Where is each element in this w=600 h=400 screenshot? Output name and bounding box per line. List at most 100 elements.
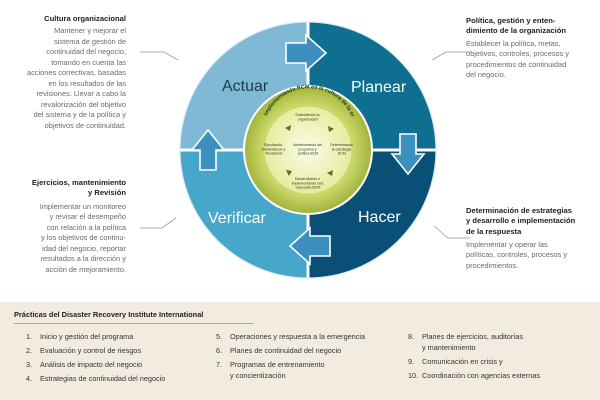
desc-line: del negocio. bbox=[466, 70, 506, 80]
outer-ring bbox=[179, 21, 437, 279]
desc-line: revalorización del objetivo bbox=[40, 99, 126, 109]
actuar-title: Cultura organizacional bbox=[44, 14, 126, 23]
inner-label-center: Administrando del programa y política BC… bbox=[293, 143, 323, 156]
practice-number: 7. bbox=[216, 360, 223, 370]
desc-line: Implementar y operar las bbox=[466, 239, 548, 249]
inner-label-line: implementando una bbox=[292, 181, 324, 185]
desc-line: del sistema y de la política y bbox=[33, 110, 126, 120]
hacer-description: Determinación de estrategias y desarroll… bbox=[466, 206, 598, 271]
practice-number: 6. bbox=[216, 346, 223, 356]
practice-number: 1. bbox=[26, 332, 33, 341]
desc-line: procedimientos de continuidad bbox=[466, 59, 567, 69]
arrow-left-icon bbox=[288, 226, 331, 266]
inner-label-right: Determinando la estrategia BCM bbox=[330, 143, 354, 156]
desc-line: continuidad del negocio, bbox=[46, 47, 126, 57]
title-line: Política, gestión y enten- bbox=[466, 16, 556, 25]
desc-line: Mantener y mejorar el bbox=[54, 26, 126, 36]
title-line: de la respuesta bbox=[466, 226, 522, 236]
practices-title-rule bbox=[14, 323, 254, 324]
planear-description: Política, gestión y enten- dimiento de l… bbox=[466, 16, 594, 81]
practices-column-2: 5. Operaciones y respuesta a la emergenci… bbox=[216, 332, 396, 385]
desc-line: Implementar un monitoreo bbox=[39, 201, 126, 211]
arrow-down-icon bbox=[390, 133, 426, 176]
inner-label-line: Administrando del bbox=[293, 143, 322, 147]
desc-line: resultados a la dirección y bbox=[40, 254, 126, 264]
inner-label-line: Ejercitando, bbox=[264, 143, 283, 147]
practice-item: 1.Inicio y gestión del programa bbox=[26, 332, 216, 343]
practice-text-line: Planes de ejercicios, auditorías bbox=[422, 332, 523, 341]
title-line: Determinación de estrategias bbox=[466, 206, 572, 215]
inner-arrow-icon bbox=[285, 125, 291, 131]
actuar-description: Cultura organizacional Mantener y mejora… bbox=[8, 14, 126, 131]
practice-text-line: Programas de entrenamiento bbox=[230, 360, 325, 370]
desc-line: en los resultados de las bbox=[48, 78, 126, 88]
practice-number: 9. bbox=[408, 356, 415, 366]
inner-label-line: política BCM bbox=[298, 152, 318, 156]
practice-number: 4. bbox=[26, 374, 33, 384]
practice-number: 10. bbox=[408, 370, 419, 380]
practice-text-line: y mantenimiento bbox=[422, 342, 476, 352]
title-line: y desarrollo e implementación bbox=[466, 216, 576, 226]
practice-number: 5. bbox=[216, 332, 223, 341]
inner-label-line: respuesta BCM bbox=[296, 186, 321, 190]
practices-title: Prácticas del Disaster Recovery Institut… bbox=[14, 310, 204, 319]
inner-arrow-icon bbox=[328, 126, 334, 132]
desc-line: idad del negocio, reportar bbox=[42, 243, 126, 253]
connector-line bbox=[433, 225, 470, 239]
inner-label-left: Ejercitando, Manteniendo y Revisando bbox=[262, 143, 287, 156]
inner-label-line: programa y bbox=[298, 147, 316, 151]
inner-label-line: organización bbox=[298, 117, 318, 121]
verificar-body: Implementar un monitoreo y revisar el de… bbox=[8, 202, 126, 276]
inner-label-line: Entendiendo la bbox=[296, 113, 320, 117]
verificar-description: Ejercicios, mantenimiento y Revisión Imp… bbox=[8, 178, 126, 275]
desc-line: procedimientos. bbox=[466, 260, 519, 270]
desc-line: sistema de gestión de bbox=[54, 36, 126, 46]
desc-line: con relación a la política bbox=[46, 222, 126, 232]
inner-arrow-icon bbox=[327, 170, 333, 176]
quadrant-label-planear: Planear bbox=[351, 79, 407, 96]
inner-arrow-icon bbox=[286, 170, 292, 176]
inner-label-line: BCM bbox=[338, 152, 346, 156]
quadrant-label-actuar: Actuar bbox=[222, 78, 269, 95]
practice-text-line: y concientización bbox=[230, 370, 286, 380]
desc-line: acciones correctivas, basadas bbox=[26, 68, 126, 78]
inner-label-line: Revisando bbox=[266, 152, 283, 156]
practice-number: 2. bbox=[26, 346, 33, 356]
inner-label-line: Determinando bbox=[330, 143, 353, 147]
desc-line: tomando en cuenta las bbox=[51, 57, 126, 67]
practices-panel: Prácticas del Disaster Recovery Institut… bbox=[0, 302, 600, 400]
practice-text: Operaciones y respuesta a la emergencia bbox=[230, 332, 366, 341]
practice-item: 9.Comunicación en crisis y bbox=[408, 357, 593, 368]
practice-item: 3.Análisis de impacto del negocio bbox=[26, 360, 216, 371]
practice-item: 6. Planes de continuidad del negocio bbox=[216, 346, 396, 357]
inner-label-top: Entendiendo la organización bbox=[296, 113, 321, 121]
quadrant-label-hacer: Hacer bbox=[358, 209, 401, 226]
desc-line: Establecer la política, metas, bbox=[466, 38, 561, 48]
practice-item: 5. Operaciones y respuesta a la emergenci… bbox=[216, 332, 396, 343]
practice-item: 4. Estrategias de continuidad del negocio bbox=[26, 374, 216, 385]
desc-line: acción de mejoramiento. bbox=[45, 264, 126, 274]
quadrant-label-verificar: Verificar bbox=[208, 210, 266, 227]
practice-item: 2.Evaluación y control de riesgos bbox=[26, 346, 216, 357]
inner-label-bottom: Desarrollando e implementando una respue… bbox=[292, 177, 325, 190]
desc-line: y revisar el desempeño bbox=[49, 212, 126, 222]
title-line: dimiento de la organización bbox=[466, 26, 566, 36]
desc-line: políticas, controles, procesos y bbox=[466, 250, 568, 260]
connector-line bbox=[140, 51, 179, 61]
desc-line: objetivos de continuidad. bbox=[44, 120, 126, 130]
practice-text: Estrategias de continuidad del negocio bbox=[40, 374, 166, 384]
practice-text: Análisis de impacto del negocio bbox=[40, 360, 143, 370]
practice-number: 8. bbox=[408, 332, 415, 341]
arrow-up-icon bbox=[190, 128, 226, 171]
desc-line: revisiones. Llevar a cabo la bbox=[36, 89, 126, 99]
practice-item: 10.Coordinación con agencias externas bbox=[408, 371, 593, 382]
desc-line: y los objetivos de continu- bbox=[40, 233, 126, 243]
planear-body: Establecer la política, metas, objetivos… bbox=[466, 39, 594, 81]
inner-label-line: Desarrollando e bbox=[295, 177, 320, 181]
title-line: y Revisión bbox=[88, 188, 126, 198]
practice-text: Planes de continuidad del negocio bbox=[230, 346, 342, 356]
